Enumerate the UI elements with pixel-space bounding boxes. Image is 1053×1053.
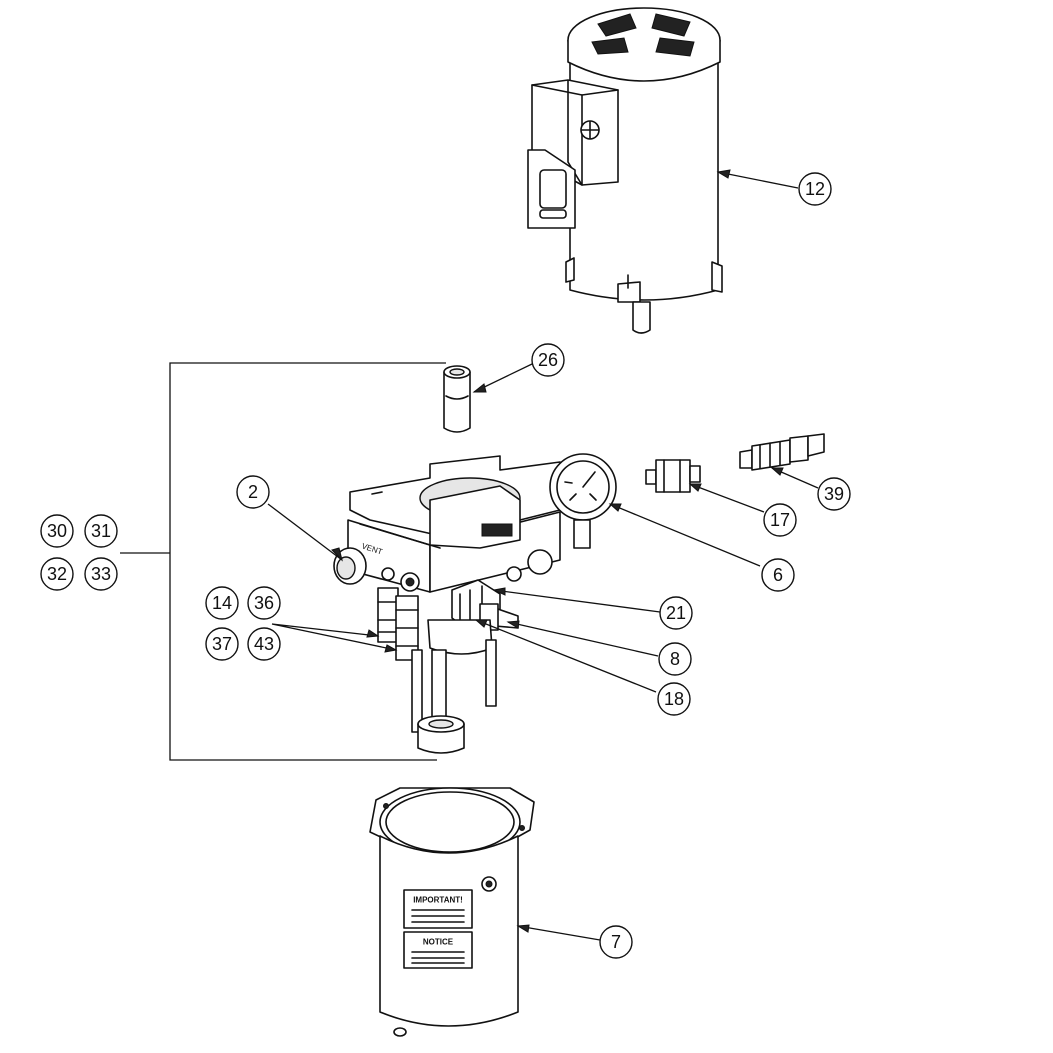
callout-number: 12 [805, 179, 825, 199]
callout-17: 17 [763, 503, 797, 537]
callout-30: 30 [40, 514, 74, 548]
callout-2: 2 [236, 475, 270, 509]
leader-lines [267, 171, 819, 941]
reservoir-part-7: IMPORTANT! NOTICE [369, 787, 535, 1037]
callout-number: 37 [212, 634, 232, 654]
callout-number: 18 [664, 689, 684, 709]
callout-number: 14 [212, 593, 232, 613]
callout-26: 26 [531, 343, 565, 377]
callout-number: 21 [666, 603, 686, 623]
callout-21: 21 [659, 596, 693, 630]
callout-8: 8 [658, 642, 692, 676]
coupler-part-39 [739, 433, 825, 471]
notice-label: NOTICE [423, 938, 454, 947]
callout-number: 26 [538, 350, 558, 370]
motor-part-12 [527, 7, 723, 334]
callout-number: 39 [824, 484, 844, 504]
callout-14: 14 [205, 586, 239, 620]
callout-number: 43 [254, 634, 274, 654]
callout-number: 36 [254, 593, 274, 613]
callout-number: 31 [91, 521, 111, 541]
coupling-part-26 [443, 365, 471, 433]
callout-number: 32 [47, 564, 67, 584]
important-label: IMPORTANT! [413, 896, 463, 905]
callout-6: 6 [761, 558, 795, 592]
callout-number: 6 [773, 565, 783, 585]
callout-36: 36 [247, 586, 281, 620]
callout-12: 12 [798, 172, 832, 206]
callout-number: 8 [670, 649, 680, 669]
callout-39: 39 [817, 477, 851, 511]
callout-number: 2 [248, 482, 258, 502]
callout-18: 18 [657, 682, 691, 716]
pump-manifold-assembly: VENT [333, 453, 617, 754]
callout-31: 31 [84, 514, 118, 548]
callout-number: 17 [770, 510, 790, 530]
assembly-bracket [120, 362, 446, 761]
leader-arrowheads [331, 169, 784, 933]
callout-33: 33 [84, 557, 118, 591]
callout-43: 43 [247, 627, 281, 661]
callout-37: 37 [205, 627, 239, 661]
callout-7: 7 [599, 925, 633, 959]
callout-number: 30 [47, 521, 67, 541]
callout-number: 7 [611, 932, 621, 952]
adapter-fitting-part-17 [645, 459, 701, 493]
callout-32: 32 [40, 557, 74, 591]
callout-number: 33 [91, 564, 111, 584]
